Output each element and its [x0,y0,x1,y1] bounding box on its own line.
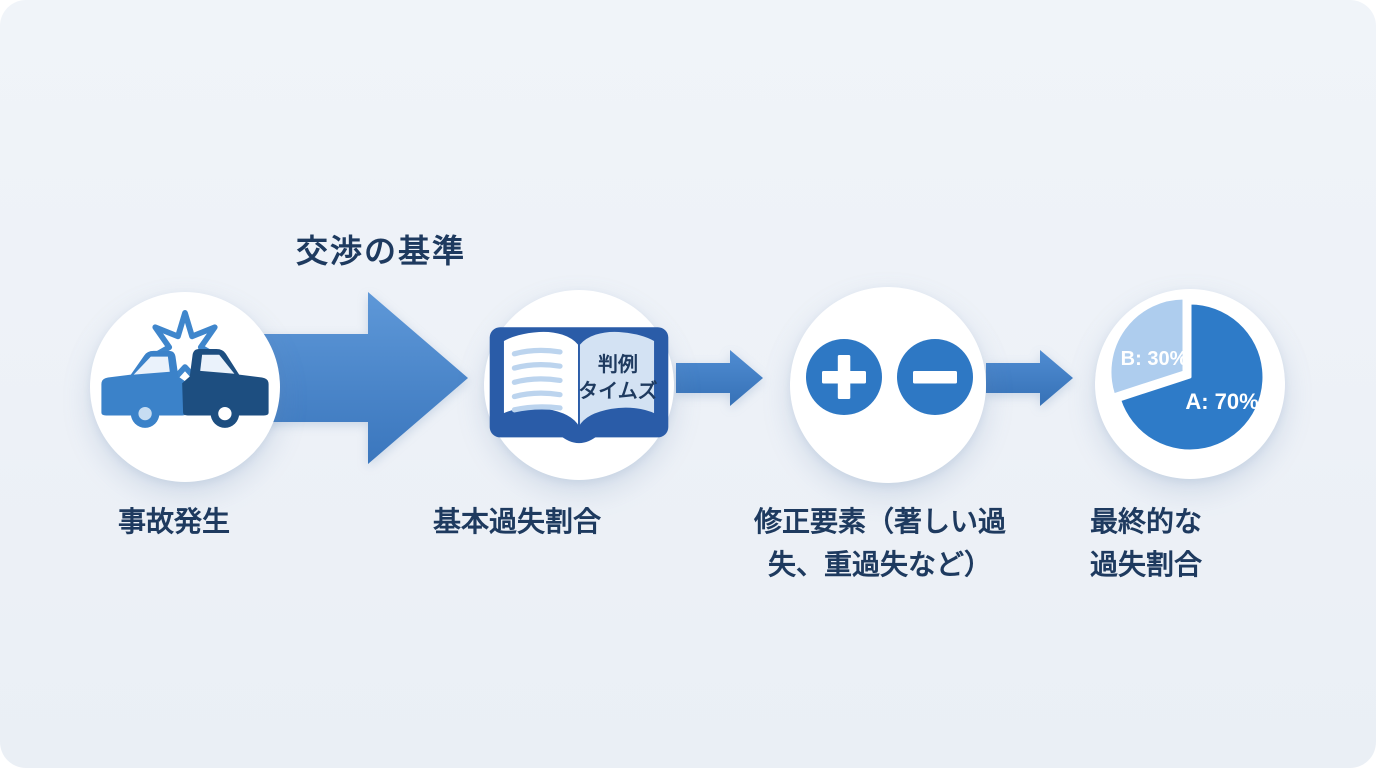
book-title-line2: タイムズ [578,379,657,403]
plus-minus-icon [806,339,973,415]
pie-chart-icon: B: 30% A: 70% [1108,296,1266,453]
caption-accident: 事故発生 [117,506,230,537]
car-crash-icon [101,310,269,428]
right-arrow-icon [676,350,763,406]
caption-modifiers: 修正要素（著しい過 失、重過失など） [730,500,1030,586]
pie-slice-b [1108,296,1186,397]
car-right-wheel-hub [218,406,232,421]
caption-modifiers-line2: 失、重過失など） [767,549,992,580]
caption-final-ratio-line2: 過失割合 [1089,549,1202,580]
negotiation-standard-label: 交渉の基準 [296,233,467,269]
car-left-window [133,356,170,375]
caption-final-ratio-line1: 最終的な [1089,506,1202,537]
minus-icon [897,339,973,415]
book-right-page [578,329,656,429]
big-right-arrow-icon [250,292,468,464]
car-left-wheel-hub [138,406,152,421]
step-accident-circle [90,292,280,482]
step-modifiers-circle [790,287,986,483]
right-arrow-icon [986,350,1073,406]
caption-modifiers-line1: 修正要素（著しい過 [753,506,1006,537]
pie-label-a: A: 70% [1185,389,1258,414]
collision-burst-icon [145,310,225,388]
caption-final-ratio: 最終的な 過失割合 [996,500,1296,586]
plus-icon [806,339,882,415]
book-title-line1: 判例 [598,352,638,376]
pie-slice-a [1118,301,1266,453]
book-spine-tab [558,426,600,444]
book-icon: 判例 タイムズ [489,327,669,444]
book-text-lines [511,347,563,413]
step-basic-fault-circle: 判例 タイムズ [484,290,674,480]
step-final-ratio-circle: B: 30% A: 70% [1095,289,1285,479]
caption-basic-fault: 基本過失割合 [432,506,601,537]
pie-label-b: B: 30% [1121,348,1188,370]
car-right-window [200,354,235,374]
